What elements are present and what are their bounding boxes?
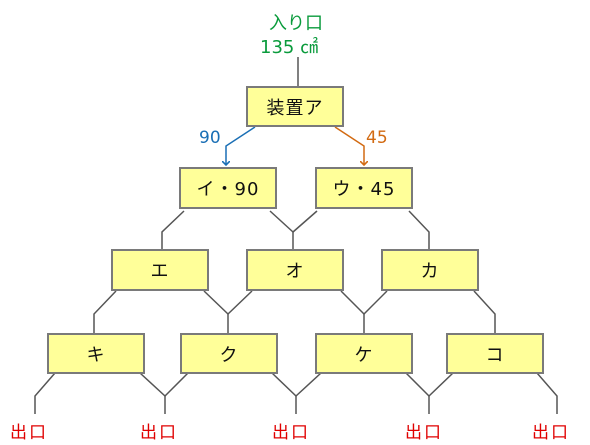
wire-ki-exit2 [139, 372, 166, 397]
wire-ka-ko [473, 290, 496, 333]
device-o: オ [246, 249, 344, 291]
entrance-amount: 135 ㎠ [260, 37, 319, 58]
device-ke: ケ [315, 333, 413, 374]
wire-ke-exit3 [295, 372, 322, 397]
exit-label: 出口 [272, 423, 310, 443]
wire-ka-ke [363, 290, 388, 315]
exit-label: 出口 [405, 423, 443, 443]
flow-arrow-right [334, 126, 364, 165]
flow-label-left: 90 [199, 128, 221, 148]
entrance-label: 入り口 [269, 13, 323, 34]
wire-ko-exit4 [428, 372, 454, 397]
wire-o-ke [340, 290, 365, 315]
wire-ku-exit2 [164, 372, 189, 397]
device-a: 装置ア [246, 86, 344, 127]
wire-u-ka [408, 210, 430, 249]
device-e: エ [111, 249, 209, 291]
device-i: イ・90 [179, 167, 277, 209]
device-u: ウ・45 [315, 167, 413, 209]
wire-ku-exit3 [271, 372, 297, 397]
wire-ke-exit4 [405, 372, 430, 397]
device-ko: コ [446, 333, 544, 374]
wire-o-ku [227, 290, 253, 315]
device-ki: キ [47, 333, 145, 374]
device-ka: カ [381, 249, 479, 291]
wire-e-ku [203, 290, 229, 315]
device-ku: ク [180, 333, 278, 374]
wire-i-o [269, 210, 294, 233]
flow-arrow-left [226, 126, 256, 165]
flow-label-right: 45 [366, 128, 388, 148]
wire-i-e [161, 210, 185, 249]
wire-e-ki [93, 290, 117, 333]
wire-ko-exit5 [536, 372, 558, 414]
wire-u-o [292, 210, 318, 233]
exit-label: 出口 [140, 423, 178, 443]
exit-label: 出口 [10, 423, 48, 443]
exit-label: 出口 [532, 423, 570, 443]
wire-ki-exit1 [34, 372, 56, 414]
